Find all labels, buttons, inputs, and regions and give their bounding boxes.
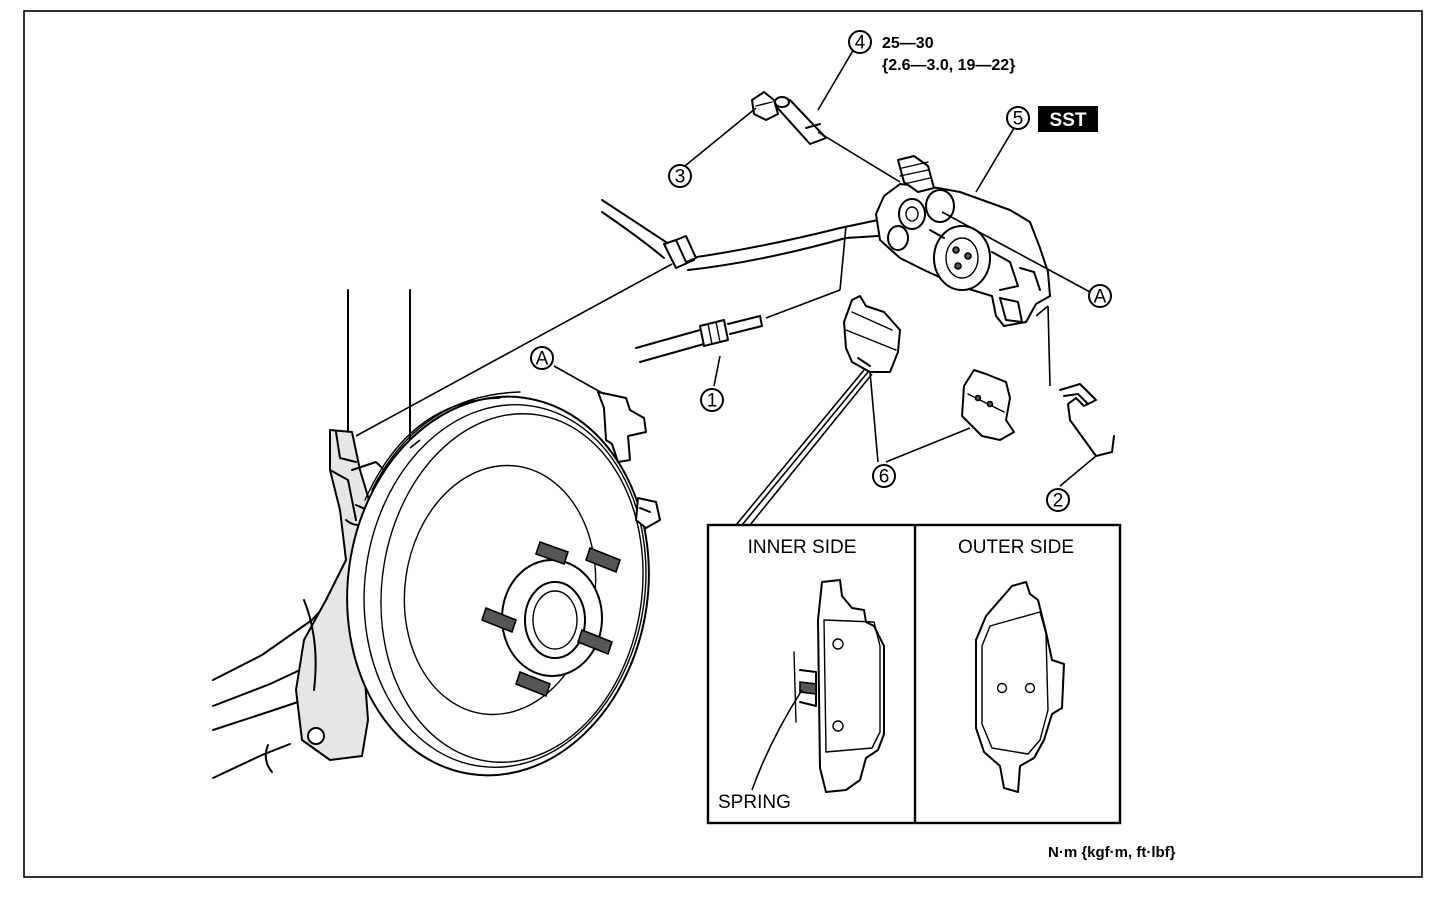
callout-1: 1 xyxy=(700,388,724,412)
brake-disc xyxy=(346,391,650,777)
guide-pin-part-4 xyxy=(773,96,827,145)
svg-text:1: 1 xyxy=(707,391,718,412)
wheel-studs xyxy=(481,540,621,698)
svg-text:5: 5 xyxy=(1013,109,1024,130)
callout-5: 5 xyxy=(1006,106,1030,130)
spring-label: SPRING xyxy=(718,792,791,813)
leader-lines xyxy=(355,41,1097,526)
svg-text:2: 2 xyxy=(1053,491,1064,512)
outer-side-pad xyxy=(975,581,1065,793)
inner-brake-pad-part-6 xyxy=(843,295,901,373)
outer-brake-pad-part-6 xyxy=(961,369,1015,441)
parking-brake-cable xyxy=(601,199,879,271)
svg-text:A: A xyxy=(536,349,549,370)
callout-a-bracket: A xyxy=(530,346,554,370)
inner-side-title: INNER SIDE xyxy=(748,537,857,558)
inner-side-pad xyxy=(793,579,885,793)
pad-orientation-inset: INNER SIDE OUTER SIDE SPRING xyxy=(706,523,1122,825)
callout-6: 6 xyxy=(872,464,896,488)
pad-spring-part-2 xyxy=(1059,383,1115,457)
cable-end-part-1 xyxy=(635,315,763,363)
dust-boot-part-3 xyxy=(751,91,779,121)
callout-a-caliper: A xyxy=(1088,284,1112,308)
callout-3: 3 xyxy=(668,164,692,188)
brake-caliper-part-5 xyxy=(875,155,1051,327)
sst-badge: SST xyxy=(1038,106,1098,132)
knuckle-and-axle xyxy=(212,289,411,779)
svg-text:A: A xyxy=(1094,287,1107,308)
outer-side-title: OUTER SIDE xyxy=(958,537,1074,558)
svg-text:3: 3 xyxy=(675,167,686,188)
units-label: N·m {kgf·m, ft·lbf} xyxy=(1048,844,1176,861)
svg-text:6: 6 xyxy=(879,467,890,488)
callout-4: 4 xyxy=(848,30,872,54)
torque-value: 25—30 xyxy=(882,35,934,52)
diagram-frame xyxy=(23,10,1423,878)
torque-conversion: {2.6—3.0, 19—22} xyxy=(882,57,1015,74)
svg-text:4: 4 xyxy=(855,33,866,54)
svg-text:SST: SST xyxy=(1050,110,1087,131)
caliper-bracket xyxy=(335,391,661,529)
callout-2: 2 xyxy=(1046,488,1070,512)
